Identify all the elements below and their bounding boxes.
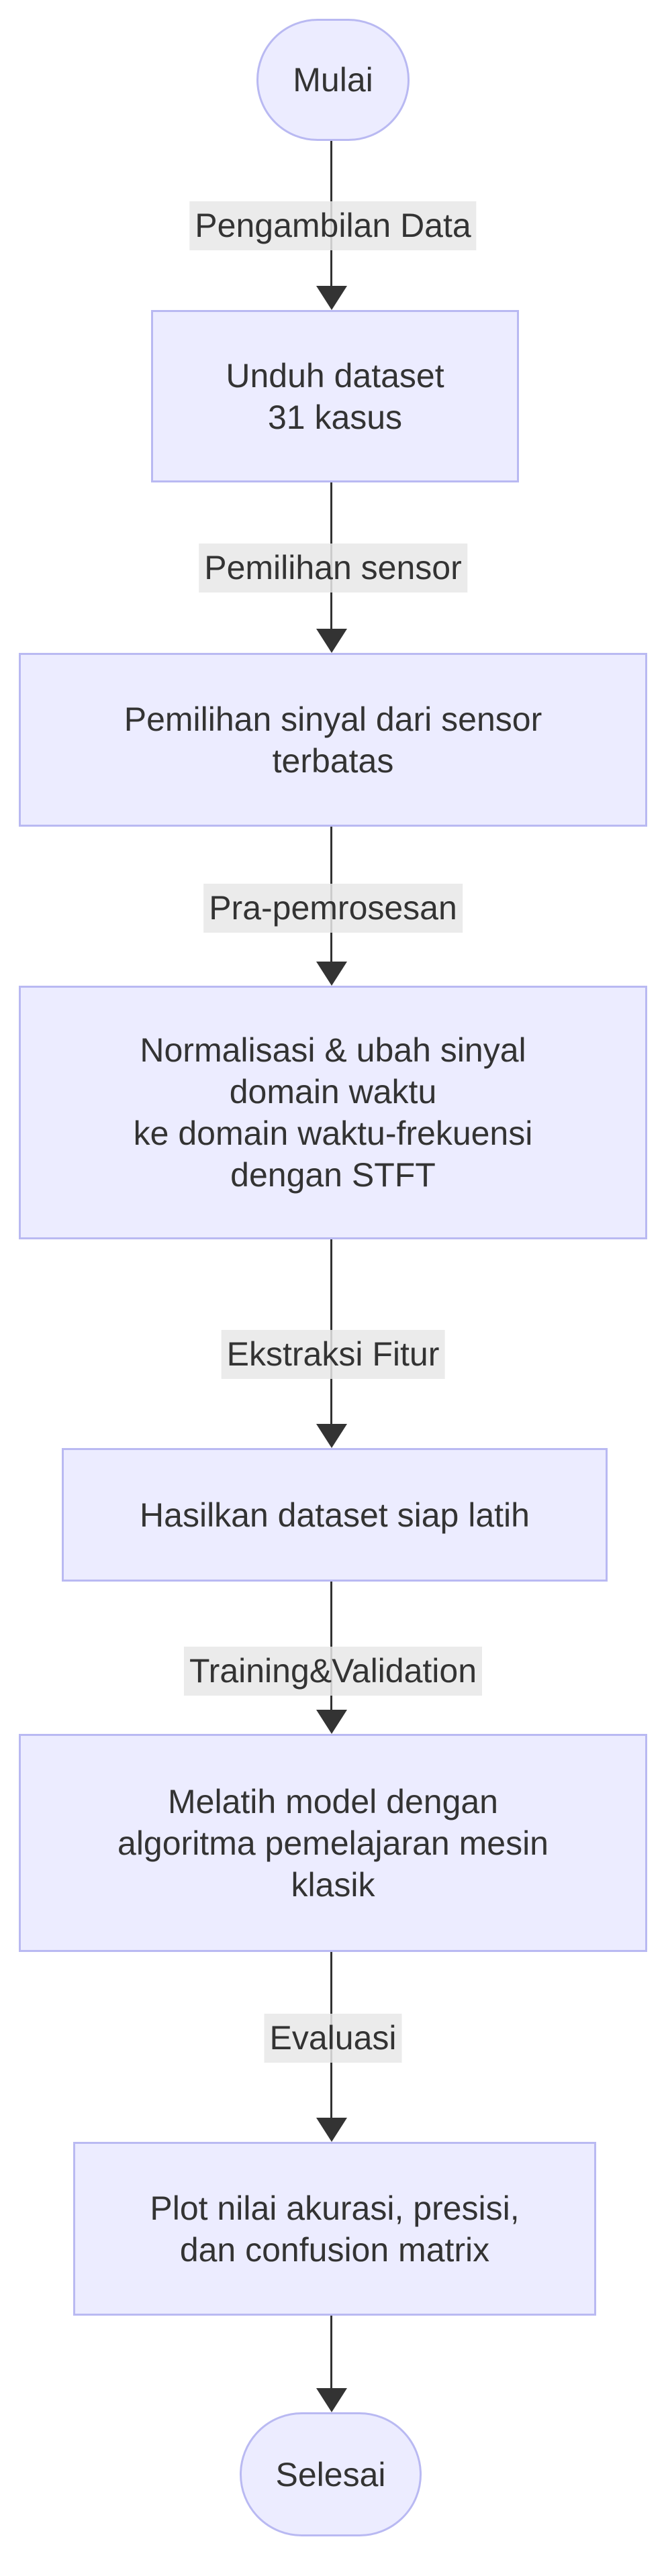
arrowhead-down-icon	[316, 1710, 347, 1734]
node-start-mulai: Mulai	[256, 19, 410, 141]
arrowhead-down-icon	[316, 2388, 347, 2412]
node-plot-evaluasi: Plot nilai akurasi, presisi, dan confusi…	[73, 2142, 596, 2316]
node-label-line: Plot nilai akurasi, presisi,	[150, 2189, 520, 2227]
node-label-line: terbatas	[272, 741, 394, 780]
node-label-line: Unduh dataset	[226, 356, 444, 395]
edge-label-pra-pemrosesan: Pra-pemrosesan	[203, 884, 463, 933]
node-normalisasi-stft: Normalisasi & ubah sinyal domain waktu k…	[19, 986, 647, 1239]
node-label-line: klasik	[291, 1865, 375, 1904]
edge-label-pengambilan-data: Pengambilan Data	[189, 201, 477, 250]
edge-label-ekstraksi-fitur: Ekstraksi Fitur	[221, 1330, 445, 1379]
edge-hasilkan-to-melatih	[330, 1582, 332, 1710]
node-unduh-dataset: Unduh dataset 31 kasus	[151, 310, 519, 482]
node-label: Selesai	[275, 2455, 386, 2493]
arrowhead-down-icon	[316, 2118, 347, 2142]
arrowhead-down-icon	[316, 629, 347, 653]
node-label-line: dan confusion matrix	[179, 2230, 490, 2269]
node-label-line: dengan STFT	[230, 1156, 436, 1194]
node-label-line: 31 kasus	[267, 398, 403, 436]
node-label: Mulai	[293, 61, 373, 99]
node-label-line: ke domain waktu-frekuensi	[133, 1115, 533, 1152]
edge-plot-to-end	[330, 2316, 332, 2389]
node-hasilkan-dataset: Hasilkan dataset siap latih	[62, 1448, 608, 1582]
node-label-line: algoritma pemelajaran mesin	[117, 1824, 549, 1862]
arrowhead-down-icon	[316, 286, 347, 310]
node-pemilihan-sinyal: Pemilihan sinyal dari sensor terbatas	[19, 653, 647, 827]
node-label-line: Pemilihan sinyal dari sensor	[124, 700, 542, 738]
node-label-line: domain waktu	[229, 1073, 437, 1111]
node-label-line: Hasilkan dataset siap latih	[140, 1496, 530, 1534]
edge-label-training-validation: Training&Validation	[183, 1647, 483, 1696]
arrowhead-down-icon	[316, 1424, 347, 1448]
node-end-selesai: Selesai	[240, 2412, 422, 2536]
edge-label-pemilihan-sensor: Pemilihan sensor	[199, 544, 467, 593]
arrowhead-down-icon	[316, 962, 347, 986]
node-label-line: Melatih model dengan	[168, 1782, 498, 1820]
node-melatih-model: Melatih model dengan algoritma pemelajar…	[19, 1734, 647, 1952]
edge-label-evaluasi: Evaluasi	[264, 2014, 402, 2063]
node-label-line: Normalisasi & ubah sinyal	[140, 1031, 526, 1069]
